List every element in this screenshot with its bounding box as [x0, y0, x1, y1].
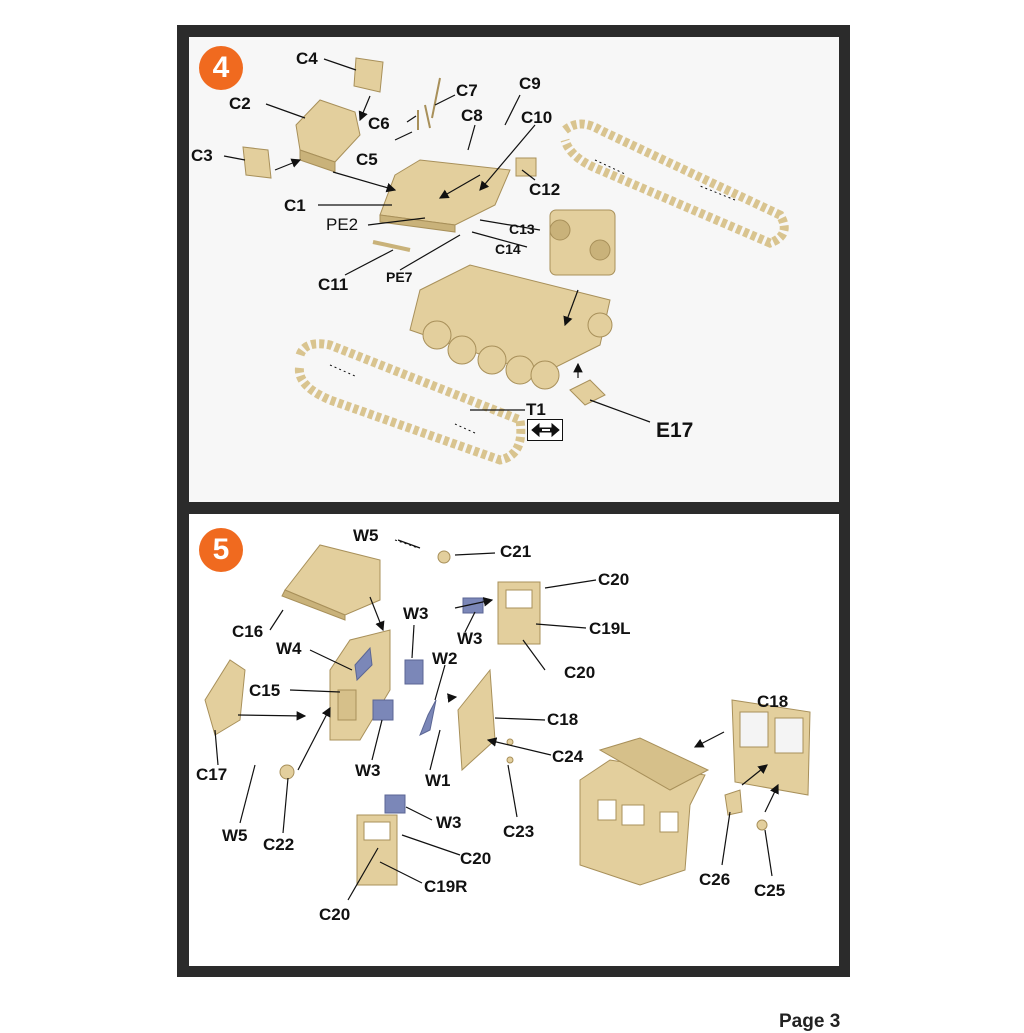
label-c20-upper: C20	[598, 570, 630, 589]
label-c15: C15	[249, 681, 281, 700]
label-c8: C8	[461, 106, 483, 125]
windows	[354, 597, 484, 814]
panel-c4	[353, 57, 384, 93]
label-c3: C3	[191, 146, 213, 165]
label-c23: C23	[503, 822, 535, 841]
label-c5: C5	[356, 150, 378, 169]
label-c20-lower: C20	[460, 849, 492, 868]
direction-indicator	[527, 419, 563, 441]
label-w1: W1	[425, 771, 451, 790]
label-c11: C11	[318, 275, 349, 294]
label-c14: C14	[495, 241, 521, 257]
label-c13: C13	[509, 221, 535, 237]
seat-c2	[295, 99, 361, 173]
label-w3-a: W3	[403, 604, 429, 623]
panel-c3	[242, 146, 272, 179]
rod-c11	[372, 240, 411, 252]
label-c19r: C19R	[424, 877, 468, 896]
label-e17: E17	[656, 419, 694, 442]
label-w2: W2	[432, 649, 458, 668]
label-c2: C2	[229, 94, 251, 113]
label-c4: C4	[296, 49, 318, 68]
label-w5-bottom: W5	[222, 826, 248, 845]
box-c12	[515, 157, 537, 177]
track-left	[294, 339, 526, 465]
label-c22: C22	[263, 835, 295, 854]
label-pe7: PE7	[386, 269, 413, 285]
levers-c6-c7	[417, 77, 441, 130]
small-parts	[279, 550, 768, 831]
label-c20-door-r: C20	[319, 905, 351, 924]
label-w5-top: W5	[353, 526, 379, 545]
label-c18-mid: C18	[547, 710, 579, 729]
label-c18-right: C18	[757, 692, 789, 711]
label-c20-door-l: C20	[564, 663, 596, 682]
cab-assembled	[579, 737, 710, 886]
label-w3-c: W3	[355, 761, 381, 780]
label-w3-b: W3	[457, 629, 483, 648]
door-c19l	[497, 581, 541, 645]
step-4-panel	[189, 37, 839, 502]
rear-c18	[457, 668, 496, 772]
double-arrow-icon	[531, 422, 560, 438]
label-c9: C9	[519, 74, 541, 93]
label-t1: T1	[526, 400, 546, 419]
chassis	[409, 264, 613, 390]
label-c10: C10	[521, 108, 553, 127]
label-w4: W4	[276, 639, 302, 658]
label-c26: C26	[699, 870, 731, 889]
engine	[549, 209, 616, 276]
label-c24: C24	[552, 747, 584, 766]
label-c1: C1	[284, 196, 306, 215]
label-c21: C21	[500, 542, 532, 561]
label-c19l: C19L	[589, 619, 631, 638]
label-c25: C25	[754, 881, 786, 900]
label-w3-d: W3	[436, 813, 462, 832]
part-e17	[569, 379, 606, 406]
label-pe2: PE2	[326, 215, 359, 234]
roof-c16	[281, 544, 381, 621]
label-c12: C12	[529, 180, 561, 199]
label-c7: C7	[456, 81, 478, 100]
step-4-badge: 4	[199, 46, 243, 90]
label-c6: C6	[368, 114, 390, 133]
panel-c17	[204, 659, 246, 736]
rear-panel-c18b	[731, 699, 811, 796]
label-c17: C17	[196, 765, 228, 784]
page-number: Page 3	[779, 1011, 841, 1032]
step-5-badge: 5	[199, 528, 243, 572]
track-right	[560, 119, 789, 248]
label-c16: C16	[232, 622, 264, 641]
